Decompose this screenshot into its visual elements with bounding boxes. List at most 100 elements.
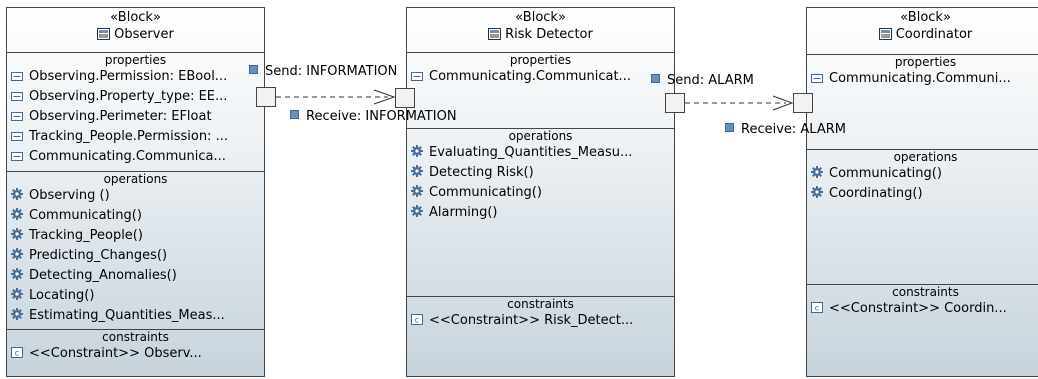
gear-icon (811, 165, 823, 184)
svg-text:c: c (15, 349, 19, 358)
properties-section: properties Communicating.Communi... (807, 54, 1038, 149)
gear-icon (411, 164, 423, 183)
gear-icon (11, 247, 23, 266)
properties-list: Observing.Permission: EBool... Observing.… (7, 67, 264, 167)
list-item-label: Communicating.Communi... (829, 71, 1011, 86)
list-item[interactable]: Alarming() (407, 203, 674, 223)
block-stereotype: «Block» (515, 10, 566, 25)
properties-section: properties Communicating.Communicat... (407, 52, 674, 128)
constraint-icon: c (411, 312, 423, 331)
block-stereotype: «Block» (110, 10, 161, 25)
list-item[interactable]: Observing.Perimeter: EFloat (7, 107, 264, 127)
list-item[interactable]: Estimating_Quantities_Meas... (7, 306, 264, 326)
port-marker-icon (651, 74, 660, 83)
list-item[interactable]: Communicating() (807, 164, 1038, 184)
list-item[interactable]: Evaluating_Quantities_Measu... (407, 143, 674, 163)
list-item-label: Detecting_Anomalies() (29, 268, 177, 283)
list-item[interactable]: c <<Constraint>> Observ... (7, 344, 264, 364)
list-item-label: Observing.Perimeter: EFloat (29, 109, 212, 124)
list-item[interactable]: Observing () (7, 186, 264, 206)
list-item-label: <<Constraint>> Risk_Detect... (429, 313, 634, 328)
list-item[interactable]: c <<Constraint>> Risk_Detect... (407, 311, 674, 331)
list-item[interactable]: Coordinating() (807, 184, 1038, 204)
list-item[interactable]: Communicating.Communi... (807, 69, 1038, 89)
list-item-label: Alarming() (429, 205, 498, 220)
list-item-label: Observing () (29, 188, 110, 203)
block-coordinator[interactable]: «Block» Coordinator properties Communica… (806, 7, 1038, 377)
property-icon (11, 128, 23, 147)
list-item-label: Communicating.Communica... (29, 149, 226, 164)
section-title: properties (894, 55, 957, 69)
constraints-section: constraints c<<Constraint>> Risk_Detect.… (407, 296, 674, 378)
label-receive-information: Receive: INFORMATION (290, 109, 457, 125)
gear-icon (11, 207, 23, 226)
list-item[interactable]: Communicating() (7, 206, 264, 226)
list-item-label: Predicting_Changes() (29, 248, 168, 263)
list-item[interactable]: Communicating.Communicat... (407, 67, 674, 87)
section-title: properties (104, 53, 167, 67)
list-item[interactable]: Predicting_Changes() (7, 246, 264, 266)
port-receive-information[interactable] (395, 88, 415, 108)
port-marker-icon (725, 123, 734, 132)
operations-section: operations Observing () Communicating() Tr… (7, 171, 264, 329)
list-item-label: Evaluating_Quantities_Measu... (429, 145, 633, 160)
property-icon (11, 148, 23, 167)
label-send-alarm: Send: ALARM (651, 73, 754, 89)
list-item[interactable]: Observing.Permission: EBool... (7, 67, 264, 87)
gear-icon (11, 307, 23, 326)
constraints-list: c<<Constraint>> Coordin... (807, 299, 1038, 319)
list-item[interactable]: Detecting_Anomalies() (7, 266, 264, 286)
block-icon (878, 28, 892, 45)
list-item-label: Detecting Risk() (429, 165, 534, 180)
block-stereotype: «Block» (900, 10, 951, 25)
list-item-label: Observing.Property_type: EE... (29, 89, 228, 104)
list-item-label: Locating() (29, 288, 95, 303)
gear-icon (11, 267, 23, 286)
port-send-information[interactable] (256, 87, 276, 107)
block-name: Coordinator (895, 27, 973, 42)
block-name: Risk Detector (505, 27, 593, 42)
list-item-label: Tracking_People.Permission: ... (29, 129, 228, 144)
block-header: «Block» Coordinator (807, 8, 1038, 48)
gear-icon (411, 184, 423, 203)
list-item-label: <<Constraint>> Observ... (29, 346, 202, 361)
list-item[interactable]: Detecting Risk() (407, 163, 674, 183)
list-item[interactable]: c<<Constraint>> Coordin... (807, 299, 1038, 319)
arrowhead-alarm (772, 95, 794, 111)
properties-list: Communicating.Communicat... (407, 67, 674, 87)
list-item-label: Communicating.Communicat... (429, 69, 631, 84)
block-observer[interactable]: «Block» Observer properties Observing.Pe… (6, 7, 265, 377)
port-receive-alarm[interactable] (793, 93, 813, 113)
list-item-label: Communicating() (429, 185, 542, 200)
section-title: properties (509, 53, 572, 67)
gear-icon (11, 187, 23, 206)
section-title: operations (103, 172, 168, 186)
block-risk-detector[interactable]: «Block» Risk Detector properties Communi… (406, 7, 675, 377)
property-icon (11, 108, 23, 127)
property-icon (811, 70, 823, 89)
port-send-alarm[interactable] (665, 93, 685, 113)
section-title: operations (893, 150, 958, 164)
list-item[interactable]: Tracking_People.Permission: ... (7, 127, 264, 147)
property-icon (11, 88, 23, 107)
list-item[interactable]: Tracking_People() (7, 226, 264, 246)
block-header: «Block» Risk Detector (407, 8, 674, 48)
list-item[interactable]: Locating() (7, 286, 264, 306)
operations-section: operations Communicating() Coordinating() (807, 149, 1038, 284)
constraint-icon: c (11, 345, 23, 364)
section-title: constraints (892, 285, 959, 299)
port-marker-icon (290, 110, 299, 119)
gear-icon (811, 185, 823, 204)
list-item-label: <<Constraint>> Coordin... (829, 301, 1007, 316)
operations-list: Communicating() Coordinating() (807, 164, 1038, 204)
list-item-label: Tracking_People() (29, 228, 143, 243)
list-item-label: Estimating_Quantities_Meas... (29, 308, 225, 323)
section-title: constraints (102, 330, 169, 344)
list-item[interactable]: Observing.Property_type: EE... (7, 87, 264, 107)
gear-icon (411, 204, 423, 223)
list-item[interactable]: Communicating.Communica... (7, 147, 264, 167)
list-item-label: Communicating() (829, 166, 942, 181)
block-name: Observer (114, 27, 174, 42)
list-item[interactable]: Communicating() (407, 183, 674, 203)
